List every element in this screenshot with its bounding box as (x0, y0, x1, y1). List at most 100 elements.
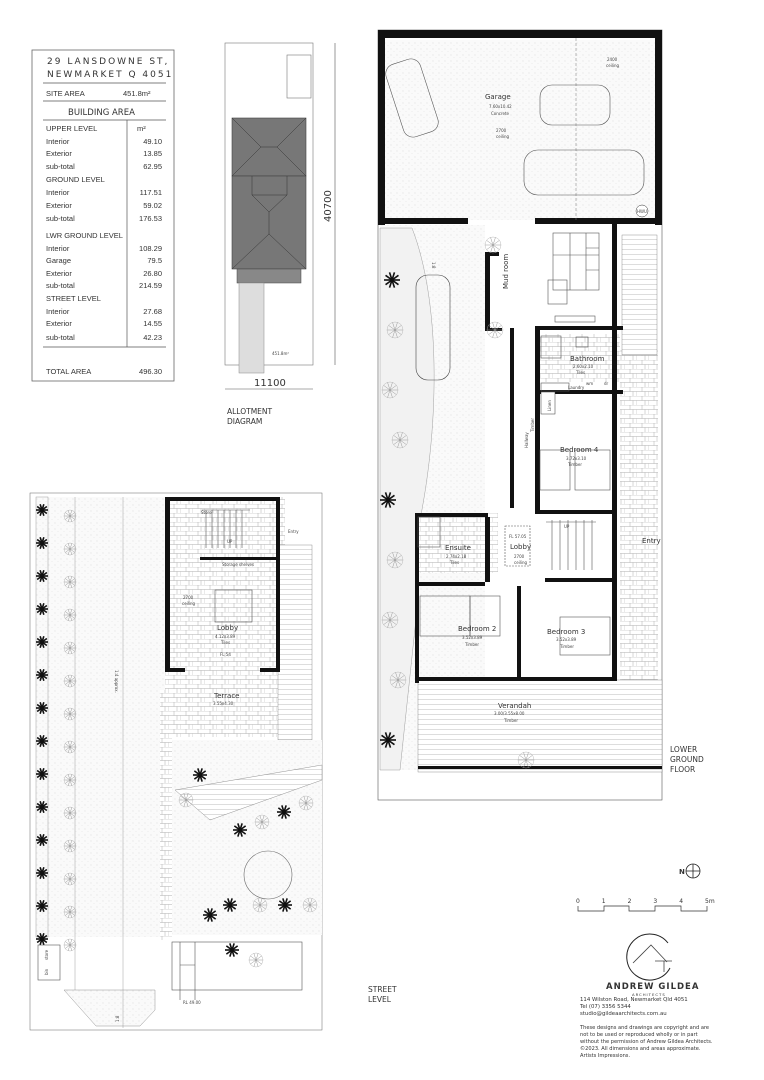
north-label: N (679, 868, 685, 876)
allotment-width: 11100 (254, 378, 286, 389)
firm-name: ANDREW GILDEA (606, 982, 699, 992)
shrub-icon (36, 504, 48, 516)
firm-phone: Tel (07) 3356 5344 (579, 1004, 631, 1010)
area-row-label: sub-total (46, 333, 75, 342)
plant-icon (63, 839, 77, 853)
area-table: 29 LANSDOWNE ST, NEWMARKET Q 4051 SITE A… (31, 49, 175, 382)
disclaimer-line-5: Artists Impressions. (580, 1053, 630, 1059)
stair-up-label: UP (564, 524, 570, 529)
allotment-area: 451.8m² (272, 351, 289, 356)
bathroom-size: 2.60x2.10 (573, 364, 594, 369)
shrub-icon (36, 636, 48, 648)
area-row-value: 49.10 (143, 137, 162, 146)
firm-address: 114 Wilston Road, Newmarket Qld 4051 (580, 997, 688, 1003)
laundry-dr: dr (604, 381, 609, 386)
plant-icon (381, 381, 399, 399)
bedroom2-size: 3.52x3.89 (462, 635, 483, 640)
allotment-title-1: ALLOTMENT (227, 407, 273, 416)
shrub-icon (36, 867, 48, 879)
area-row-value: 14.55 (143, 319, 162, 328)
rl-label: RL 49.00 (183, 1000, 201, 1005)
ensuite-name: Ensuite (445, 544, 471, 552)
plant-icon (381, 611, 399, 629)
garage-size: 7.60x10.42 (489, 104, 512, 109)
shrub-icon (36, 768, 48, 780)
street-lobby-ceiling-word: ceiling (182, 601, 196, 606)
shrub-icon (36, 669, 48, 681)
ensuite-finish: Tiles (449, 560, 459, 565)
bedroom4-name: Bedroom 4 (560, 446, 599, 454)
area-row-value: 214.59 (139, 281, 162, 290)
street-lobby-ceiling: 2700 (183, 595, 194, 600)
unit-label: m² (137, 124, 146, 133)
street-lobby-finish: Tiles (220, 640, 230, 645)
shrub-icon (380, 492, 396, 508)
address-line-2: NEWMARKET Q 4051 (47, 70, 173, 80)
area-row-value: 62.95 (143, 162, 162, 171)
plant-icon (391, 431, 409, 449)
mud-room-label: Mud room (502, 254, 510, 289)
plant-icon (248, 952, 264, 968)
driveway-grade: 1:8 (431, 262, 436, 269)
plant-icon (63, 938, 77, 952)
bin-store-label: store (44, 949, 49, 960)
plant-icon (484, 236, 502, 254)
car-icon (385, 58, 645, 381)
allotment-diagram: 451.8m² 40700 11100 ALLOTMENT DIAGRAM (224, 42, 336, 426)
storage-shelves-label: Storage shelves (222, 562, 254, 567)
shrub-icon (36, 537, 48, 549)
shrub-icon (36, 570, 48, 582)
area-row-label: Garage (46, 256, 71, 265)
plant-icon (386, 321, 404, 339)
scale-tick-label: 2 (628, 898, 632, 905)
area-row-value: 13.85 (143, 149, 162, 158)
landscaping (380, 236, 535, 769)
bedroom2-name: Bedroom 2 (458, 625, 496, 633)
area-section-heading: LWR GROUND LEVEL (46, 231, 123, 240)
area-row-value: 496.30 (139, 367, 162, 376)
bedroom3-size: 3.52x3.89 (556, 637, 577, 642)
shrub-icon (380, 732, 396, 748)
plant-icon (63, 674, 77, 688)
street-level-title-2: LEVEL (368, 995, 392, 1004)
lobby-ceiling: 2700 (514, 554, 525, 559)
disclaimer-line-2: not to be used or reproduced wholly or i… (580, 1032, 698, 1038)
street-lobby-size: 4.12x3.89 (215, 634, 236, 639)
hallway-label: Hallway (524, 432, 529, 448)
firm-subtitle: ARCHITECTS (632, 992, 666, 997)
shrub-icon (36, 702, 48, 714)
disclaimer-line-4: ©2023. All dimensions and areas approxim… (580, 1045, 701, 1052)
allotment-title-2: DIAGRAM (227, 417, 262, 426)
shrub-icon (36, 933, 48, 945)
linen-label: Linen (547, 400, 552, 411)
plant-icon (386, 551, 404, 569)
shrub-icon (36, 603, 48, 615)
bedroom4-size: 3.72x3.10 (566, 456, 587, 461)
street-level-title-1: STREET (368, 985, 397, 994)
shrub-icon (193, 768, 207, 782)
area-row-value: 176.53 (139, 214, 162, 223)
street-lobby-name: Lobby (217, 624, 238, 632)
bedroom3-finish: Timber (559, 644, 574, 649)
firm-email: studio@gildeaarchitects.com.au (580, 1011, 667, 1017)
verandah-size: 3.00/3.55x8.00 (494, 711, 525, 716)
area-section-heading: GROUND LEVEL (46, 175, 105, 184)
area-row-label: Interior (46, 188, 70, 197)
scale-tick-label: 5m (705, 898, 715, 905)
area-row-value: 59.02 (143, 201, 162, 210)
hallway-finish: Timber (530, 418, 535, 433)
shrub-icon (384, 272, 400, 288)
shrub-icon (225, 943, 239, 957)
lower-ground-title-2: GROUND (670, 755, 704, 764)
area-row-value: 108.29 (139, 244, 162, 253)
shrub-icon (36, 801, 48, 813)
shrub-icon (36, 900, 48, 912)
address-line-1: 29 LANSDOWNE ST, (47, 57, 169, 67)
garage-ceiling-a: 2700 (496, 128, 507, 133)
shrub-icon (278, 898, 292, 912)
store-label: Store (201, 510, 212, 515)
shrub-icon (36, 834, 48, 846)
street-landscaping (36, 504, 318, 968)
